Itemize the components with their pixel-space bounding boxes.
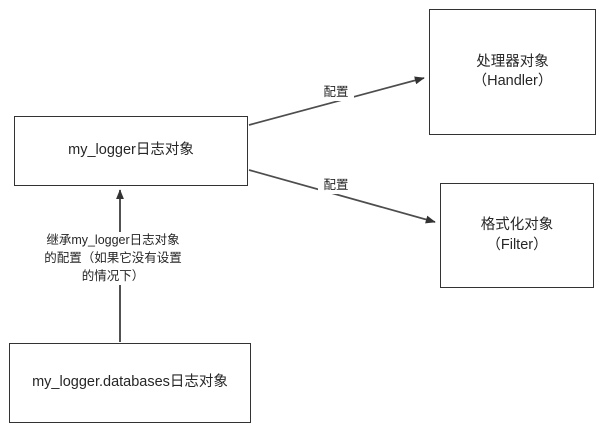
edge-logger-to-handler	[248, 76, 425, 126]
edge-logger-to-filter	[248, 169, 436, 224]
node-my-logger-databases-label: my_logger.databases日志对象	[32, 374, 228, 391]
edge-label-config-handler: 配置	[318, 85, 354, 101]
node-filter-label: 格式化对象 （Filter）	[480, 217, 554, 253]
node-filter[interactable]: 格式化对象 （Filter）	[440, 183, 594, 288]
node-handler-label: 处理器对象 （Handler）	[472, 53, 553, 89]
edge-label-inheritance: 继承my_logger日志对象 的配置（如果它没有设置 的情况下）	[12, 232, 214, 286]
node-my-logger-databases[interactable]: my_logger.databases日志对象	[9, 343, 251, 423]
node-handler[interactable]: 处理器对象 （Handler）	[429, 9, 596, 135]
edge-label-config-filter: 配置	[318, 178, 354, 194]
node-my-logger-label: my_logger日志对象	[68, 142, 194, 159]
node-my-logger[interactable]: my_logger日志对象	[14, 116, 248, 186]
